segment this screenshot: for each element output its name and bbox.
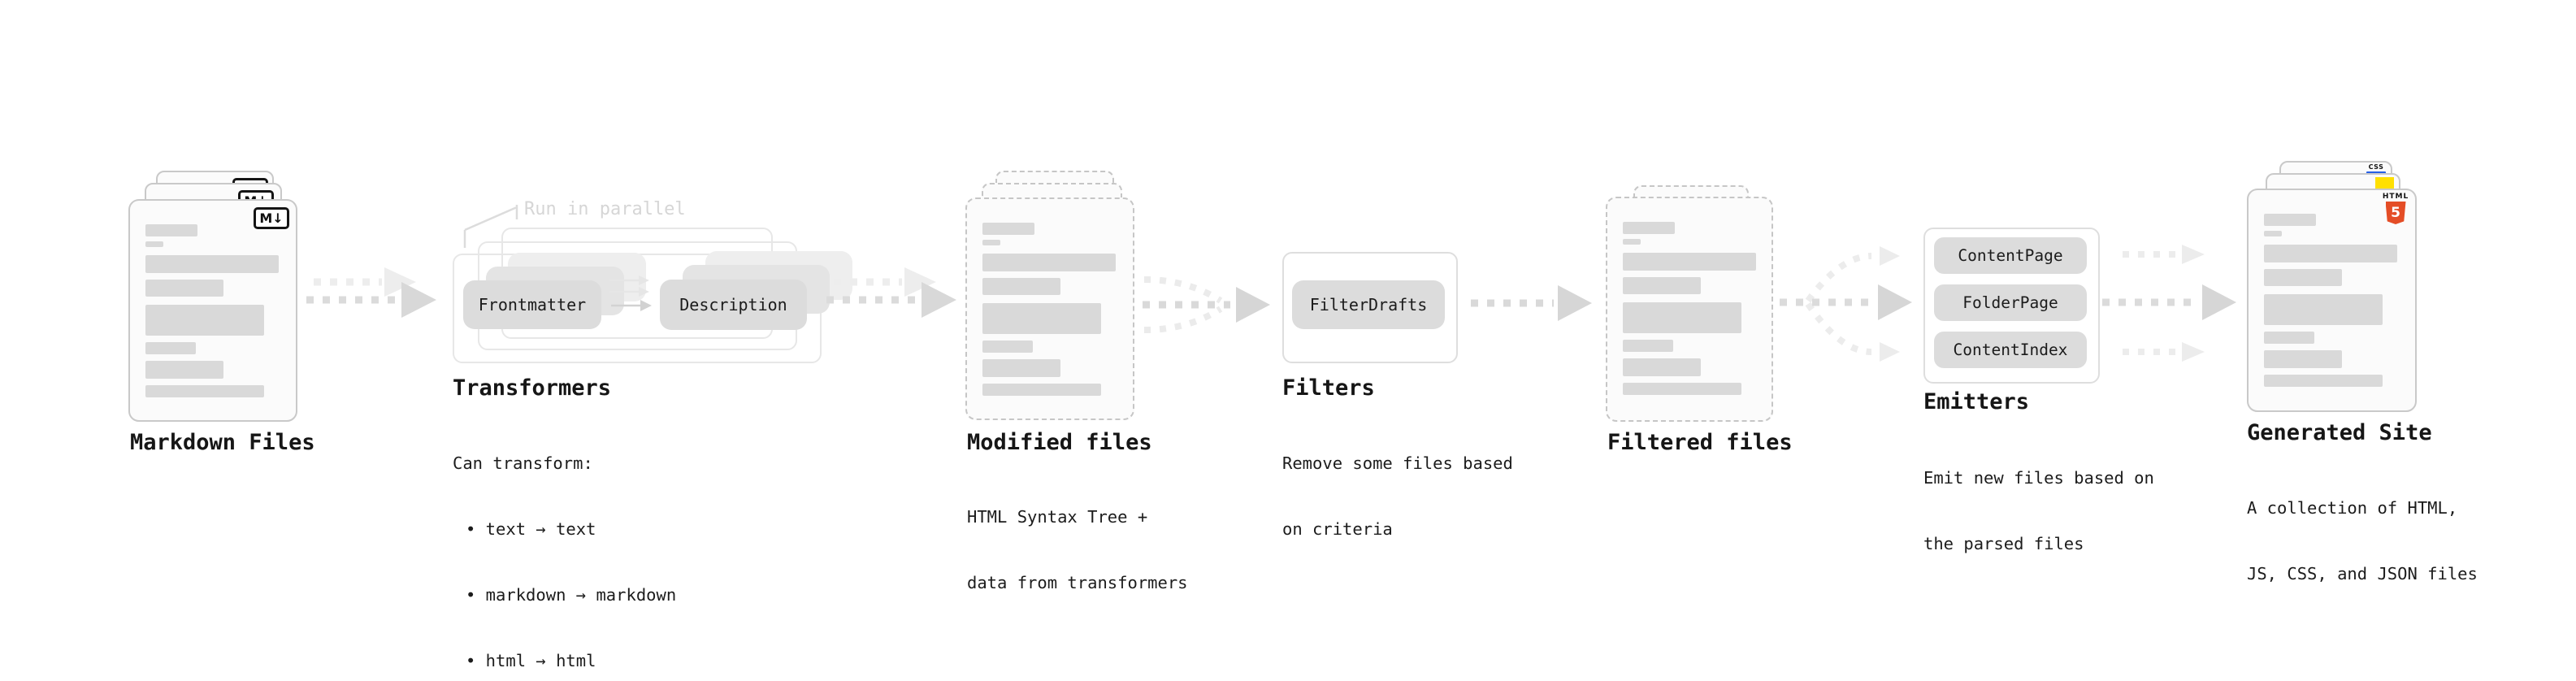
- doc-line: [1623, 383, 1741, 395]
- contentpage-emitter-box: ContentPage: [1934, 237, 2087, 274]
- markdown-icon: M↓: [254, 207, 289, 229]
- split-arrow-icon: [1780, 246, 1912, 362]
- doc-line: [982, 359, 1060, 377]
- flow-arrow-icon: [1471, 285, 1592, 321]
- doc-line: [1623, 302, 1741, 333]
- doc-line: [982, 254, 1116, 271]
- transformers-description: Can transform: • text → text • markdown …: [453, 409, 676, 681]
- doc-line: [2264, 332, 2314, 344]
- doc-line: [1623, 358, 1701, 376]
- doc-line: [2264, 269, 2342, 286]
- desc-line: data from transformers: [967, 573, 1188, 592]
- filtered-file-front: [1606, 197, 1773, 422]
- doc-line: [982, 340, 1033, 353]
- modified-file-front: [965, 197, 1134, 420]
- doc-line: [1623, 239, 1641, 245]
- html5-icon-shield: 5: [2385, 202, 2406, 224]
- run-in-parallel-annotation: Run in parallel: [524, 199, 686, 219]
- desc-line: the parsed files: [1923, 534, 2084, 553]
- doc-line: [145, 385, 264, 397]
- doc-line: [2264, 214, 2316, 226]
- frontmatter-transformer-box: Frontmatter: [463, 280, 601, 329]
- doc-line: [982, 384, 1101, 396]
- description-transformer-box: Description: [660, 280, 807, 330]
- desc-line: JS, CSS, and JSON files: [2247, 564, 2478, 583]
- html5-icon-text: HTML: [2382, 193, 2409, 201]
- emitters-description: Emit new files based on the parsed files: [1923, 423, 2154, 599]
- desc-line: • html → html: [466, 651, 596, 670]
- css-icon-text: CSS: [2368, 163, 2384, 171]
- doc-line: [145, 342, 196, 354]
- html5-icon: HTML 5: [2381, 193, 2410, 224]
- triple-arrow-icon: [2102, 245, 2236, 362]
- generated-site-description: A collection of HTML, JS, CSS, and JSON …: [2247, 453, 2478, 629]
- modified-files-description: HTML Syntax Tree + data from transformer…: [967, 462, 1188, 638]
- doc-line: [982, 240, 1000, 245]
- doc-line: [2264, 231, 2282, 236]
- doc-line: [2264, 245, 2397, 262]
- desc-line: HTML Syntax Tree +: [967, 507, 1148, 527]
- doc-line: [1623, 222, 1675, 234]
- doc-line: [145, 280, 223, 297]
- doc-line: [982, 303, 1101, 334]
- filters-label: Filters: [1282, 375, 1375, 401]
- doc-line: [1623, 340, 1673, 352]
- desc-line: • text → text: [466, 519, 596, 539]
- desc-line: Can transform:: [453, 453, 593, 473]
- html5-icon-number: 5: [2391, 205, 2400, 221]
- doc-line: [145, 255, 279, 273]
- annotation-leader-line: [463, 205, 518, 248]
- doc-line: [982, 223, 1034, 235]
- flow-arrow-icon: [826, 267, 956, 318]
- doc-line: [2264, 294, 2383, 325]
- doc-line: [145, 241, 163, 247]
- desc-line: A collection of HTML,: [2247, 498, 2458, 518]
- desc-line: • markdown → markdown: [466, 585, 677, 605]
- emitters-label: Emitters: [1923, 389, 2030, 414]
- filters-description: Remove some files based on criteria: [1282, 409, 1513, 584]
- desc-line: Remove some files based: [1282, 453, 1513, 473]
- javascript-icon: [2375, 177, 2394, 189]
- generated-site-label: Generated Site: [2247, 420, 2432, 445]
- filtered-files-label: Filtered files: [1607, 430, 1793, 455]
- contentindex-emitter-box: ContentIndex: [1934, 332, 2087, 368]
- modified-files-label: Modified files: [967, 430, 1152, 455]
- doc-line: [1623, 253, 1756, 271]
- markdown-files-label: Markdown Files: [130, 430, 315, 455]
- folderpage-emitter-box: FolderPage: [1934, 284, 2087, 321]
- transformers-label: Transformers: [453, 375, 612, 401]
- markdown-file-front: M↓: [128, 199, 297, 422]
- doc-line: [145, 305, 264, 336]
- filterdrafts-filter-box: FilterDrafts: [1292, 280, 1445, 329]
- desc-line: Emit new files based on: [1923, 468, 2154, 488]
- doc-line: [2264, 375, 2383, 387]
- parallel-arrows-icon: [609, 275, 652, 311]
- generated-file-html: HTML 5: [2247, 189, 2417, 412]
- doc-line: [145, 224, 197, 236]
- doc-line: [982, 278, 1060, 295]
- doc-line: [1623, 277, 1701, 294]
- merge-arrow-icon: [1143, 276, 1270, 333]
- doc-line: [2264, 350, 2342, 368]
- flow-arrow-icon: [306, 267, 436, 318]
- doc-line: [145, 361, 223, 379]
- desc-line: on criteria: [1282, 519, 1393, 539]
